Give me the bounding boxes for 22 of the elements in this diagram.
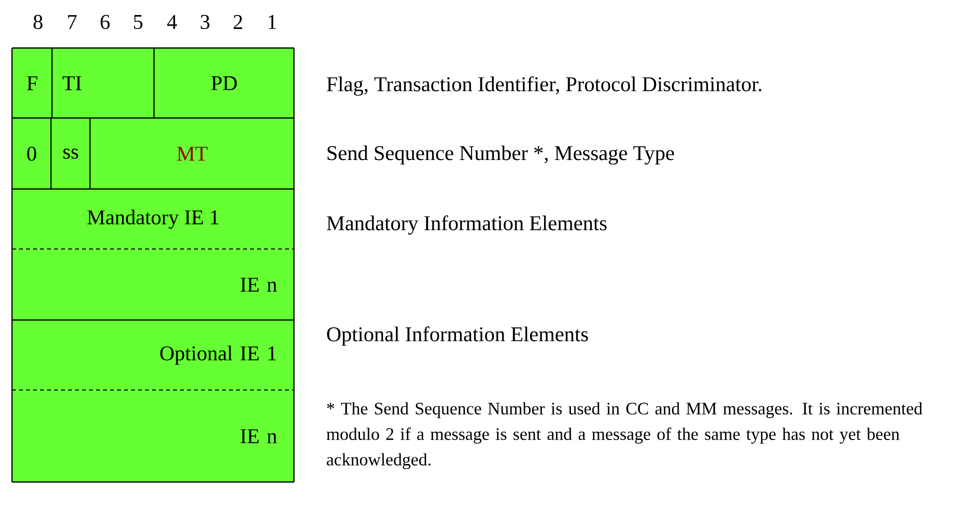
bit-number: 8 — [34, 14, 42, 30]
bit-number: 6 — [100, 14, 110, 30]
footnote: * The Send Sequence Number is used in CC and MM messages. It is incremented modulo 2 if a message is sent and a message of the same type has not yet been acknowledged. — [326, 402, 922, 470]
field-description: Optional Information Elements — [327, 326, 588, 346]
table-cell: F — [12, 48, 52, 118]
table-cell: PD — [154, 48, 294, 118]
node-label: IE n — [240, 429, 277, 444]
table-cell: ss — [51, 118, 90, 190]
table-cell: 0 — [12, 118, 52, 190]
field-description: Send Sequence Number *, Message Type — [328, 145, 674, 165]
table-cell: IE n — [12, 390, 294, 482]
bit-number: 5 — [134, 15, 142, 29]
bit-number: 3 — [200, 14, 210, 30]
bit-number: 2 — [234, 15, 242, 29]
table-cell: Optional IE 1 — [12, 320, 294, 390]
field-description: Mandatory Information Elements — [326, 215, 607, 235]
bit-number: 7 — [68, 15, 77, 29]
bit-number: 4 — [167, 15, 177, 29]
field-description: Flag, Transaction Identifier, Protocol Discriminator. — [326, 76, 762, 96]
node-label: IE n — [240, 278, 277, 292]
bit-number: 1 — [268, 15, 276, 29]
table-cell: IE n — [12, 249, 294, 320]
